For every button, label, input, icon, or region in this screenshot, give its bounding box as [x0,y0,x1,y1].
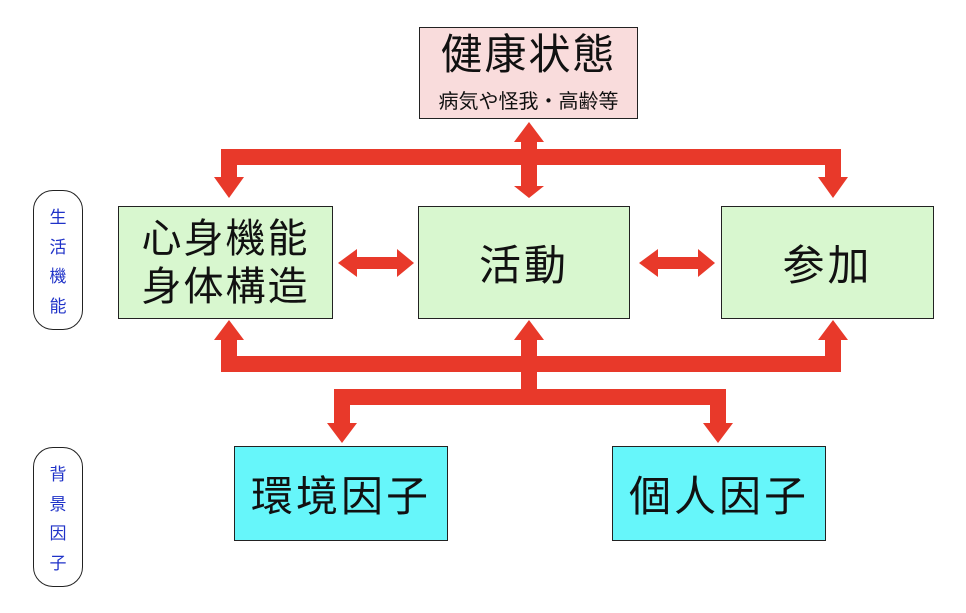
arrowhead-right-activity [397,249,414,277]
activity-label: 活動 [478,241,569,290]
arrowhead-to-body [214,177,244,198]
factor-branch-bar [334,389,726,405]
functioning-side-label: 生 活 機 能 [33,190,83,330]
side-char: 背 [49,465,67,486]
personal-factors-label: 個人因子 [628,472,809,521]
arrowhead-right-participation [698,249,715,277]
arrowhead-up-participation [818,320,848,340]
arrowhead-left-body [338,249,357,277]
environmental-factors-box: 環境因子 [234,446,448,541]
arrowhead-to-health [514,122,544,142]
arrowhead-up-activity [514,320,544,340]
side-char: 能 [49,296,67,317]
side-char: 機 [49,267,67,288]
side-char: 因 [49,524,67,545]
body-function-box: 心身機能 身体構造 [118,206,333,319]
arrowhead-to-participation [818,177,848,198]
health-subtitle: 病気や怪我・高齢等 [438,88,619,113]
health-title: 健康状態 [440,30,617,80]
side-char: 子 [49,553,67,574]
health-condition-box: 健康状態 病気や怪我・高齢等 [419,27,638,119]
arrowhead-left-activity [639,249,658,277]
arrowhead-to-activity [514,186,544,198]
environmental-factors-label: 環境因子 [250,472,431,521]
activity-box: 活動 [418,206,630,319]
body-function-label: 心身機能 [141,215,310,262]
personal-factors-box: 個人因子 [612,446,826,541]
arrowhead-to-personal [703,423,733,443]
side-char: 活 [49,237,67,258]
background-side-label: 背 景 因 子 [33,447,83,587]
participation-box: 参加 [721,206,934,319]
arrowhead-to-environment [327,423,357,443]
body-structure-label: 身体構造 [141,263,310,310]
side-char: 景 [49,494,67,515]
participation-label: 参加 [782,241,873,290]
side-char: 生 [49,208,67,229]
arrowhead-up-body [214,320,244,340]
